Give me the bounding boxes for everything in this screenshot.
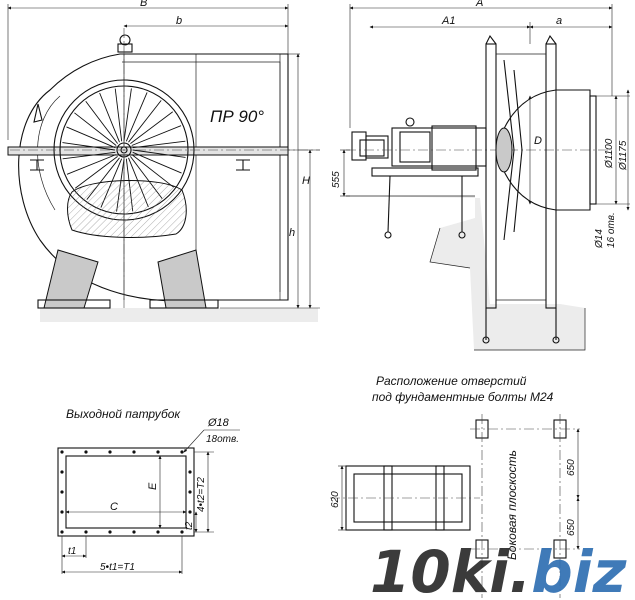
foundation-layout: Расположение отверстий под фундаментные … [330,374,580,598]
flange-hole [60,490,64,494]
dim-555: 555 [331,171,342,188]
watermark: 10ki.biz [370,538,627,600]
front-leg-left [43,249,99,309]
dim-5t1: 5•t1=T1 [100,562,135,573]
impeller-blade [74,156,118,189]
dim-14: Ø14 [594,229,605,249]
flange-hole [60,470,64,474]
impeller-blade [85,100,118,144]
flange-hole [60,510,64,514]
flange-hole [156,530,160,534]
lifting-eye [117,34,133,53]
coupling [359,139,385,157]
dim-C: C [110,501,118,513]
outlet-frame-outer [57,447,195,537]
side-view: A A1 a 555 D Ø1100 Ø1175 Ø14 16 отв. [331,0,630,351]
impeller-blade [131,154,174,188]
impeller-blade [66,154,117,175]
rotation-label: ПР 90° [210,107,264,126]
flange-hole [188,490,192,494]
dim-650-bottom: 650 [566,519,577,536]
flange-hole [132,530,136,534]
dim-E: E [147,482,159,490]
front-leg-right [157,249,207,309]
flange-hole [188,510,192,514]
dim-t2: t2 [184,521,195,530]
watermark-dot: . [509,538,531,600]
dim-1100: Ø1100 [604,138,615,169]
dim-H: H [302,175,310,187]
side-plane-label: Боковая плоскость [505,450,519,560]
watermark-main: 10ki [370,538,510,600]
housing-side [485,43,497,309]
impeller-blade [131,125,182,146]
impeller-blade [128,100,162,143]
dim-D: D [534,135,542,147]
motor [391,127,487,167]
flange-hole [132,450,136,454]
outlet-detail: Выходной патрубок Ø18 18отв. E C 4•t2=T2… [57,407,240,574]
watermark-tld: biz [531,538,626,600]
flange-hole [60,450,64,454]
flange-hole [156,450,160,454]
impeller-blade [62,151,116,160]
impeller-blade [132,140,186,149]
flange-hole [60,530,64,534]
rotation-arrow [33,103,43,123]
flange-hole [180,530,184,534]
flange-hole [84,530,88,534]
side-foundation [346,196,585,350]
holes-16: 16 отв. [606,212,617,248]
outlet-title: Выходной патрубок [66,407,181,421]
foundation-title-2: под фундаментные болты М24 [372,390,554,404]
holes-18: 18отв. [206,434,239,445]
dim-A: A [475,0,483,9]
impeller-blade [62,142,116,151]
flange-hole [108,530,112,534]
dim-A1: A1 [441,15,455,27]
dim-a: a [556,15,562,27]
dim-b: b [176,15,182,27]
outlet-frame-inner [65,455,187,529]
flange-hole [108,450,112,454]
front-foundation [40,308,318,322]
impeller-blade [125,92,148,142]
scroll-housing [18,53,289,302]
flange-hole [188,470,192,474]
dim-B: B [140,0,147,9]
foundation-title-1: Расположение отверстий [376,374,527,388]
impeller-blade [74,112,117,146]
impeller-blade [130,111,174,144]
impeller-blade [123,88,132,142]
outlet-flange [589,95,597,205]
impeller-blade [99,92,120,143]
front-view: ПР 90° B b H h [7,0,320,322]
impeller-blade [132,151,182,174]
svg-text:10ki.biz: 10ki.biz [370,538,627,600]
flange-hole [180,450,184,454]
dim-18: Ø18 [207,417,230,429]
dim-h: h [289,227,295,239]
flange-hole [84,450,88,454]
impeller-blade [114,88,123,142]
dim-1175: Ø1175 [618,140,629,171]
dim-t1: t1 [68,546,76,557]
impeller-blade [66,126,116,149]
dim-650-top: 650 [566,459,577,476]
motor-base [371,167,479,177]
inlet-section [67,179,187,238]
dim-620: 620 [330,491,341,508]
impeller-blade [132,149,186,158]
dim-4t2: 4•t2=T2 [196,477,207,512]
